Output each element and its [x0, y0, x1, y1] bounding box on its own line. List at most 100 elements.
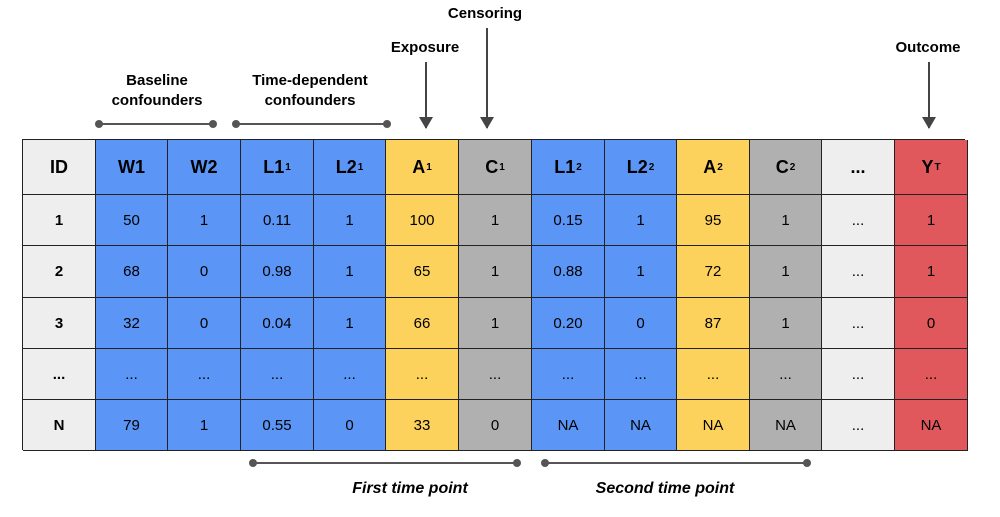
- table-cell: 0: [314, 400, 386, 451]
- cell-value: 1: [926, 263, 936, 280]
- cell-value: ...: [561, 365, 575, 383]
- row-id-cell: ...: [23, 349, 96, 400]
- cell-value: ...: [270, 365, 284, 383]
- cell-value: ...: [197, 365, 211, 383]
- cell-value: 0: [636, 314, 645, 332]
- table-cell: 95: [677, 195, 750, 246]
- table-cell: ...: [314, 349, 386, 400]
- cell-value: 0.98: [262, 263, 292, 280]
- table-cell: 1: [750, 298, 822, 349]
- cell-value: 3: [54, 314, 64, 332]
- table-cell: 1: [168, 400, 241, 451]
- table-cell: NA: [677, 400, 750, 451]
- cell-value: 0: [199, 263, 209, 280]
- baseline-bracket: [95, 120, 217, 128]
- table-cell: 1: [750, 246, 822, 298]
- table-cell: ...: [822, 400, 895, 451]
- table-cell: 1: [314, 195, 386, 246]
- header-label: L2: [626, 156, 648, 177]
- cell-value: 32: [123, 314, 140, 332]
- header-subscript: 2: [576, 161, 582, 173]
- cell-value: ...: [851, 365, 865, 383]
- row-id-cell: 3: [23, 298, 96, 349]
- cell-value: 0.04: [262, 314, 292, 332]
- table-cell: ...: [241, 349, 314, 400]
- table-cell: 0.98: [241, 246, 314, 298]
- cell-value: 1: [345, 211, 354, 229]
- header-label: ...: [850, 156, 866, 177]
- cell-value: ...: [415, 365, 429, 383]
- header-label: ID: [50, 156, 68, 177]
- cell-value: 0.20: [553, 314, 583, 332]
- first-time-point-bracket: [249, 459, 521, 467]
- table-cell: 33: [386, 400, 459, 451]
- table-cell: ...: [822, 195, 895, 246]
- cell-value: 0.88: [553, 263, 583, 280]
- cell-value: ...: [924, 365, 938, 383]
- table-cell: 0: [605, 298, 677, 349]
- table-cell: 0.88: [532, 246, 605, 298]
- cell-value: 95: [704, 211, 722, 229]
- header-label: A: [412, 156, 426, 177]
- table-cell: 87: [677, 298, 750, 349]
- table-cell: 0: [168, 298, 241, 349]
- row-id-cell: 2: [23, 246, 96, 298]
- second-time-point-label: Second time point: [595, 480, 735, 497]
- table-cell: 66: [386, 298, 459, 349]
- header-subscript: 2: [648, 161, 655, 173]
- cell-value: 68: [123, 263, 140, 280]
- row-id-cell: 1: [23, 195, 96, 246]
- cell-value: 0.55: [262, 416, 292, 434]
- table-cell: 1: [605, 195, 677, 246]
- table-cell: 0: [895, 298, 968, 349]
- cell-value: 1: [781, 314, 790, 332]
- cell-value: 1: [636, 263, 645, 280]
- header-label: W1: [118, 156, 145, 177]
- cell-value: 1: [199, 416, 209, 434]
- table-cell: 0.20: [532, 298, 605, 349]
- cell-value: 0: [490, 416, 500, 434]
- table-cell: NA: [895, 400, 968, 451]
- header-label: L1: [263, 156, 285, 177]
- table-cell: ...: [168, 349, 241, 400]
- table-cell: 72: [677, 246, 750, 298]
- cell-value: NA: [920, 416, 942, 434]
- censoring-label: Censoring: [447, 5, 523, 22]
- cell-value: 0: [926, 314, 936, 332]
- table-cell: 1: [605, 246, 677, 298]
- table-cell: 0: [459, 400, 532, 451]
- table-cell: ...: [822, 298, 895, 349]
- table-cell: ...: [822, 349, 895, 400]
- table-cell: 1: [895, 195, 968, 246]
- table-cell: ...: [822, 246, 895, 298]
- table-cell: 1: [459, 298, 532, 349]
- cell-value: 1: [490, 211, 500, 229]
- outcome-arrow: [922, 62, 936, 129]
- header-cell: W1: [96, 140, 168, 195]
- table-cell: 1: [459, 246, 532, 298]
- table-cell: 50: [96, 195, 168, 246]
- cell-value: 66: [413, 314, 431, 332]
- table-cell: 1: [750, 195, 822, 246]
- cell-value: ...: [851, 263, 865, 280]
- cell-value: 0: [345, 416, 354, 434]
- censoring-arrow: [480, 28, 494, 129]
- header-subscript: 1: [285, 161, 291, 173]
- cell-value: 2: [54, 263, 64, 280]
- header-label: L1: [554, 156, 576, 177]
- cell-value: 87: [704, 314, 722, 332]
- table-cell: ...: [605, 349, 677, 400]
- cell-value: 1: [926, 211, 936, 229]
- cell-value: ...: [851, 416, 865, 434]
- table-cell: ...: [750, 349, 822, 400]
- cell-value: 65: [413, 263, 431, 280]
- cell-value: 1: [490, 263, 500, 280]
- cell-value: NA: [702, 416, 724, 434]
- table-cell: ...: [532, 349, 605, 400]
- header-label: W2: [190, 156, 218, 177]
